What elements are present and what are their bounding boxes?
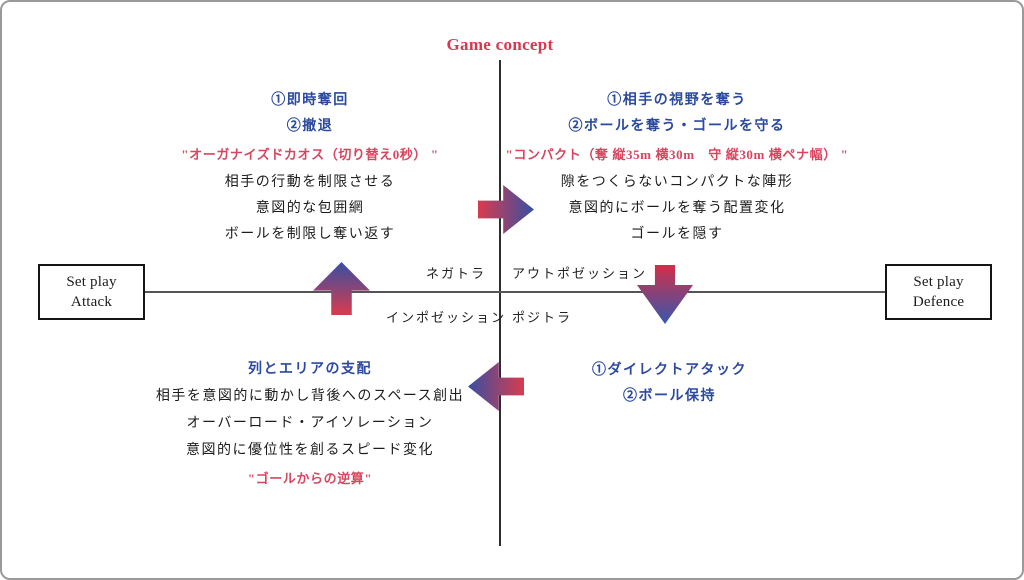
- bl-body-2: オーバーロード・アイソレーション: [186, 416, 434, 431]
- tr-quote: "コンパクト（奪 縦35m 横30m 守 縦30m 横ペナ幅） ": [505, 147, 849, 162]
- set-play-defence-box: Set play Defence: [885, 264, 992, 320]
- tr-body-3: ゴールを隠す: [630, 227, 724, 242]
- bl-body-3: 意図的に優位性を創るスピード変化: [186, 443, 434, 458]
- tl-body-1: 相手の行動を制限させる: [224, 175, 396, 190]
- axis-label-out-possession: アウトポゼッション: [512, 266, 648, 281]
- quadrant-bottom-left: 列とエリアの支配 相手を意図的に動かし背後へのスペース創出 オーバーロード・アイ…: [130, 356, 490, 494]
- br-heading-2: ②ボール保持: [623, 389, 716, 404]
- vertical-axis-line: [499, 60, 501, 546]
- br-heading-1: ①ダイレクトアタック: [592, 363, 747, 378]
- set-play-defence-line2: Defence: [912, 294, 965, 310]
- axis-label-in-possession: インポゼッション: [386, 310, 507, 325]
- tr-body-2: 意図的にボールを奪う配置変化: [568, 201, 786, 216]
- tr-heading-1: ①相手の視野を奪う: [607, 93, 747, 108]
- bl-heading-1: 列とエリアの支配: [248, 362, 372, 377]
- tl-heading-2: ②撤退: [286, 119, 334, 134]
- page-title: Game concept: [446, 35, 554, 54]
- quadrant-top-right: ①相手の視野を奪う ②ボールを奪う・ゴールを守る "コンパクト（奪 縦35m 横…: [487, 88, 867, 248]
- set-play-defence-line1: Set play: [913, 273, 964, 290]
- horizontal-axis-line: [145, 291, 885, 293]
- tr-body-1: 隙をつくらないコンパクトな陣形: [560, 175, 794, 190]
- tl-body-2: 意図的な包囲網: [255, 201, 365, 216]
- bl-quote: "ゴールからの逆算": [247, 471, 373, 486]
- set-play-attack-box: Set play Attack: [38, 264, 145, 320]
- up-arrow-icon: [313, 262, 370, 315]
- tr-heading-2: ②ボールを奪う・ゴールを守る: [568, 119, 786, 134]
- tl-body-3: ボールを制限し奪い返す: [224, 227, 396, 242]
- set-play-attack-line2: Attack: [70, 294, 113, 310]
- quadrant-bottom-right: ①ダイレクトアタック ②ボール保持: [497, 358, 842, 410]
- quadrant-top-left: ①即時奪回 ②撤退 "オーガナイズドカオス（切り替え0秒） " 相手の行動を制限…: [130, 88, 490, 248]
- axis-label-negatra: ネガトラ: [426, 266, 487, 281]
- tl-quote: "オーガナイズドカオス（切り替え0秒） ": [181, 147, 439, 162]
- tl-heading-1: ①即時奪回: [271, 93, 349, 108]
- bl-body-1: 相手を意図的に動かし背後へのスペース創出: [155, 389, 465, 404]
- axis-label-positra: ポジトラ: [512, 310, 573, 325]
- set-play-attack-line1: Set play: [66, 273, 117, 290]
